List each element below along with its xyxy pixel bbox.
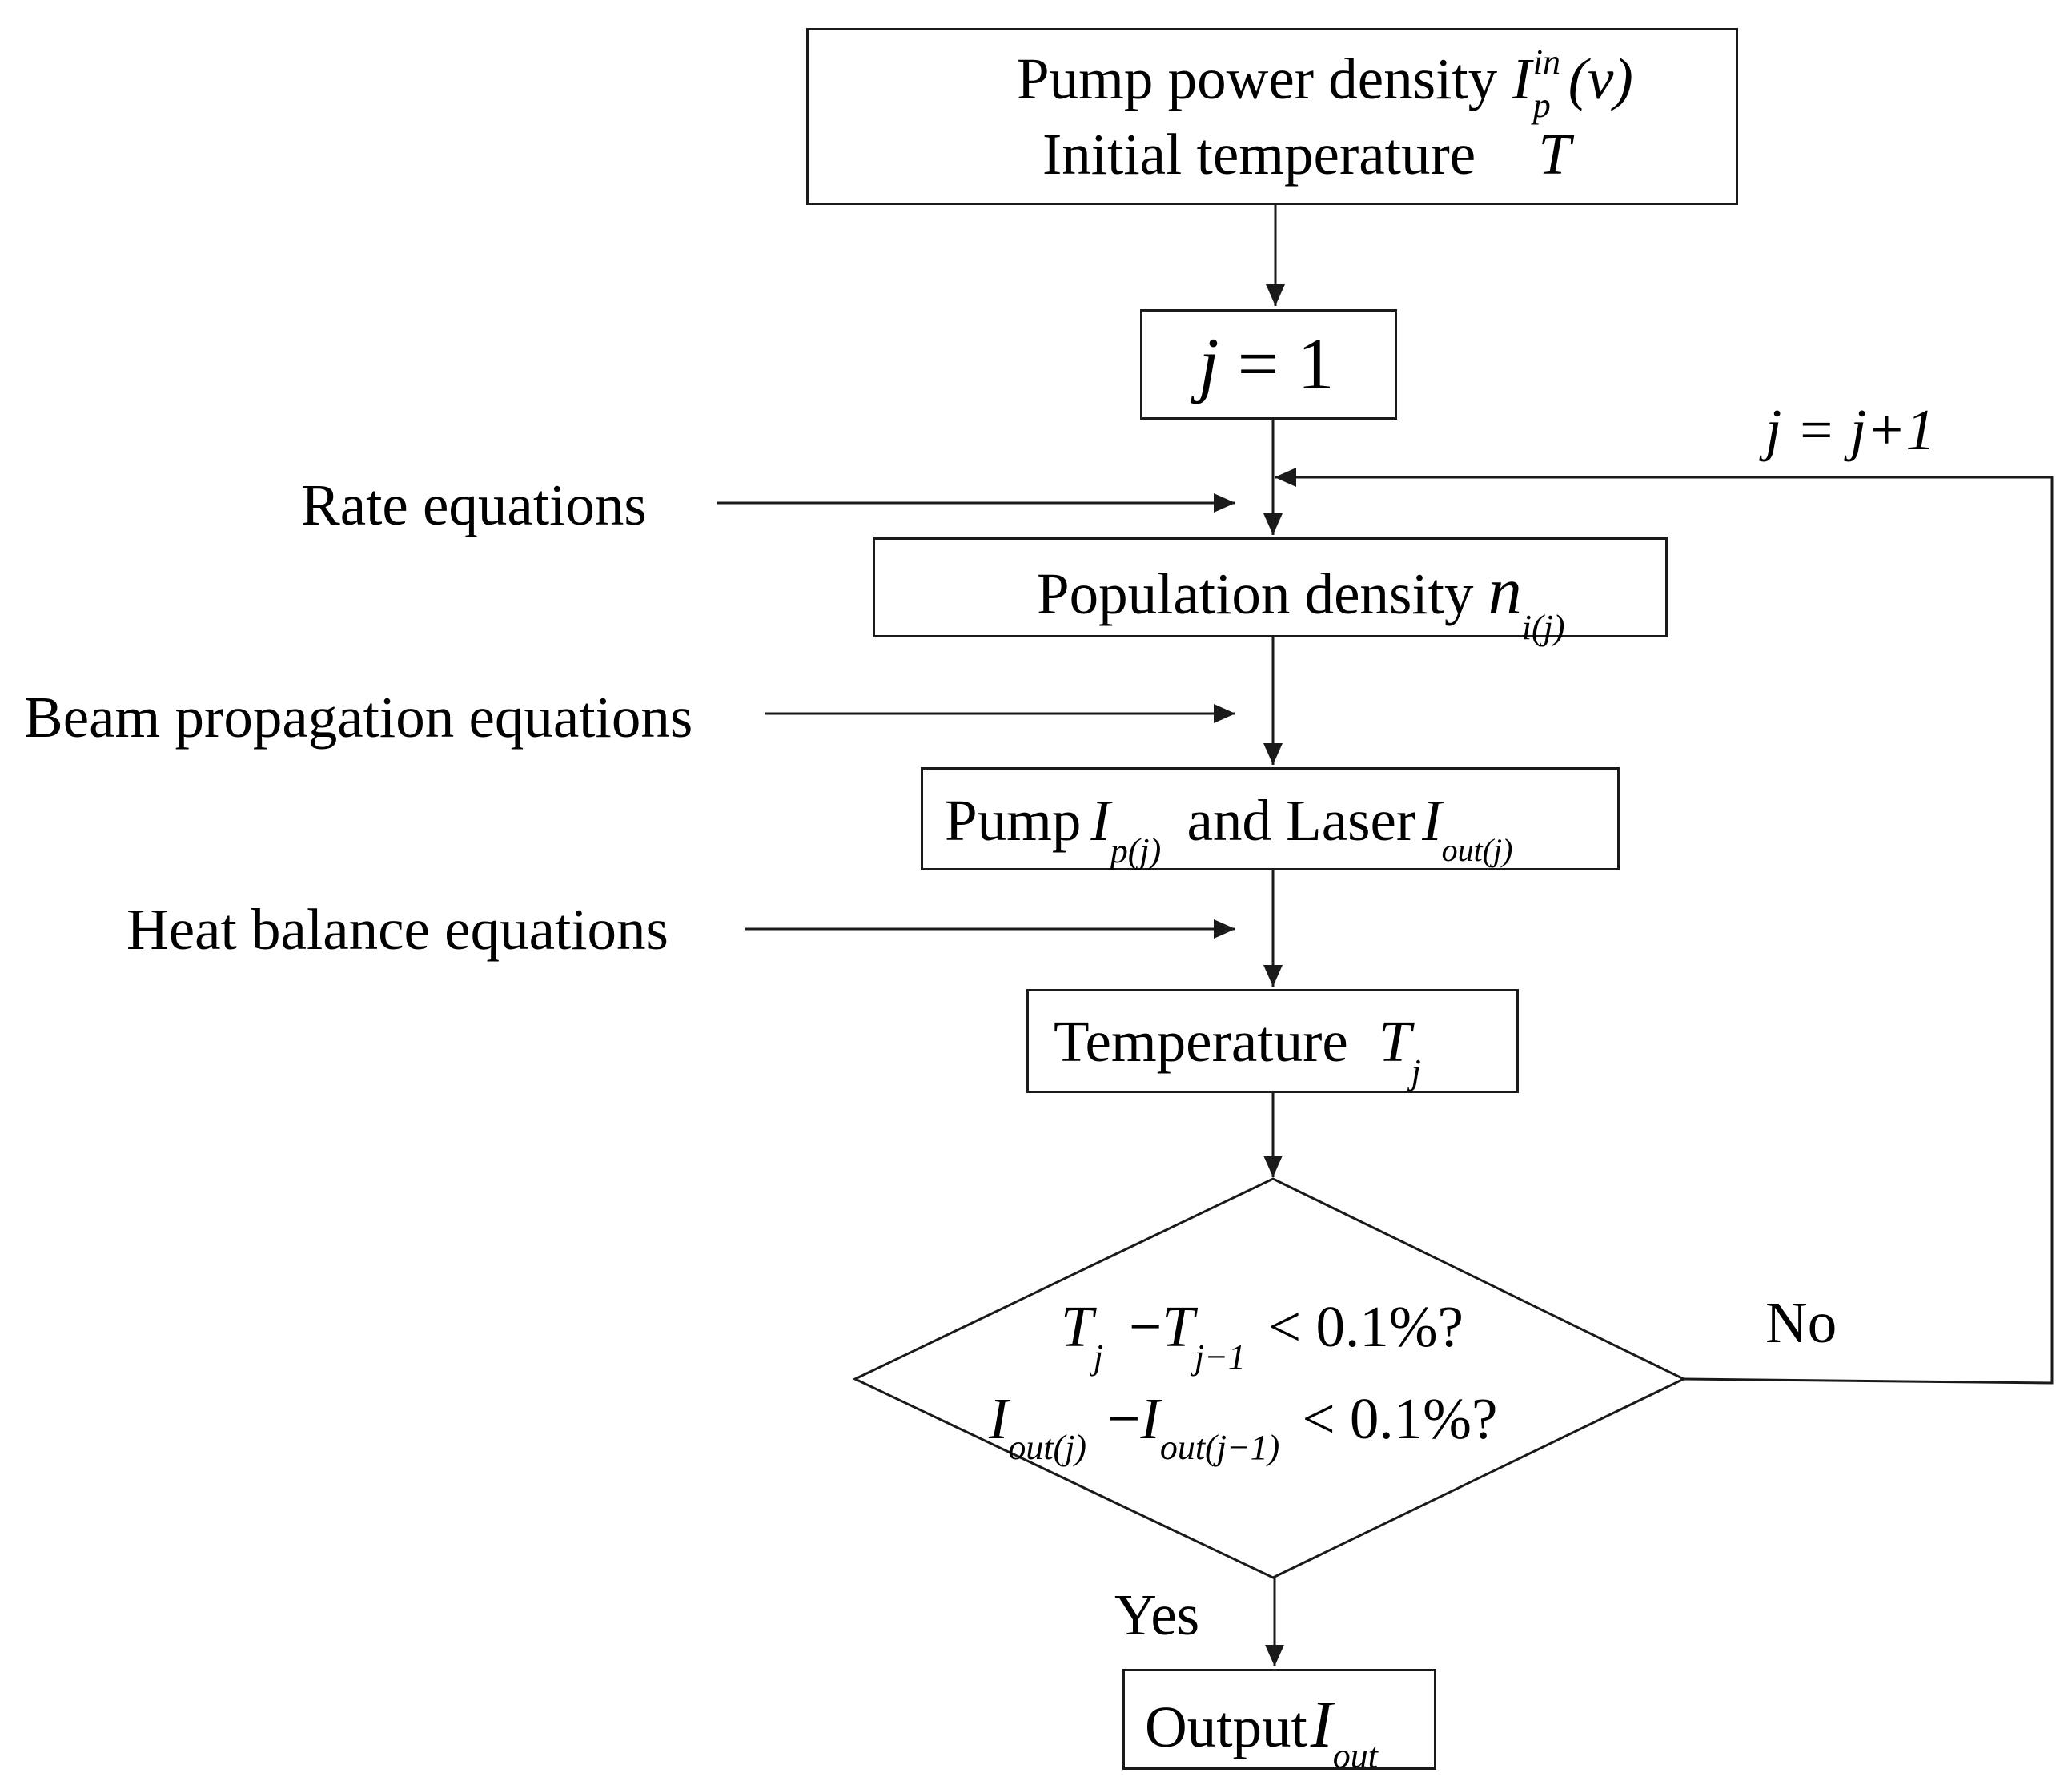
temperature-label: Temperature Tj	[1054, 1009, 1421, 1090]
and-laser-text: and Laser	[1187, 788, 1416, 853]
laser-subscript: out(j)	[1441, 832, 1513, 868]
laser-symbol: I	[1422, 788, 1442, 853]
loop-back-connector	[1275, 468, 2054, 1385]
rate-equations-label: Rate equations	[301, 472, 647, 537]
heat-balance-equations-label: Heat balance equations	[126, 897, 669, 962]
population-subscript: i(j)	[1521, 608, 1565, 647]
yes-branch-label: Yes	[1114, 1582, 1200, 1647]
init-expression: j = 1	[1199, 327, 1334, 400]
population-symbol: n	[1488, 554, 1522, 629]
temperature-text: Temperature	[1054, 1009, 1348, 1074]
start-box	[806, 28, 1738, 205]
cond1-threshold: < 0.1%?	[1268, 1294, 1464, 1359]
temperature-symbol: T	[1379, 1009, 1411, 1074]
output-box	[1122, 1669, 1436, 1770]
output-symbol: I	[1310, 1687, 1333, 1762]
pump-symbol: I	[1090, 788, 1110, 853]
output-subscript: out	[1332, 1736, 1379, 1775]
pump-text: Pump	[945, 788, 1082, 853]
cond2-symbol-a: I	[989, 1386, 1009, 1451]
initial-temperature-text: Initial temperature	[1042, 122, 1476, 187]
population-density-text: Population density	[1037, 561, 1474, 626]
pump-power-symbol: I	[1512, 46, 1532, 111]
decision-diamond	[852, 1177, 1687, 1579]
initial-temperature-label: Initial temperature T	[1042, 125, 1571, 183]
population-density-box	[873, 537, 1668, 637]
cond2-operator: −	[1107, 1386, 1141, 1451]
output-label: OutputIout	[1145, 1691, 1378, 1774]
cond1-subscript-a: j	[1093, 1337, 1103, 1377]
cond1-subscript-b: j−1	[1194, 1337, 1246, 1377]
output-text: Output	[1145, 1695, 1307, 1759]
cond2-threshold: < 0.1%?	[1302, 1386, 1498, 1451]
cond2-subscript-b: out(j−1)	[1159, 1428, 1280, 1467]
temperature-subscript: j	[1411, 1052, 1421, 1092]
population-density-label: Population density ni(j)	[1037, 558, 1564, 645]
pump-power-superscript: in	[1532, 42, 1560, 82]
cond2-subscript-a: out(j)	[1008, 1428, 1087, 1467]
initial-temperature-symbol: T	[1538, 122, 1572, 187]
init-operator: =	[1237, 323, 1279, 404]
convergence-condition-temperature: Tj −Tj−1 < 0.1%?	[1061, 1294, 1464, 1375]
pump-power-subscript: p	[1532, 86, 1551, 125]
convergence-condition-output: Iout(j) −Iout(j−1) < 0.1%?	[989, 1386, 1498, 1465]
pump-subscript: p(j)	[1110, 831, 1162, 870]
init-variable: j	[1199, 323, 1219, 404]
cond1-operator: −	[1129, 1294, 1162, 1359]
increment-label: j = j+1	[1765, 397, 1936, 462]
pump-power-density-text: Pump power density	[1017, 46, 1498, 111]
temperature-box	[1026, 989, 1519, 1093]
init-box	[1140, 309, 1397, 420]
cond1-symbol-a: T	[1061, 1294, 1094, 1359]
no-branch-label: No	[1765, 1290, 1837, 1355]
beam-propagation-equations-label: Beam propagation equations	[24, 685, 693, 750]
pump-power-argument: (ν)	[1568, 46, 1633, 111]
cond1-symbol-b: T	[1162, 1294, 1195, 1359]
cond2-symbol-b: I	[1140, 1386, 1160, 1451]
init-value: 1	[1297, 323, 1335, 404]
pump-laser-box	[921, 767, 1620, 870]
